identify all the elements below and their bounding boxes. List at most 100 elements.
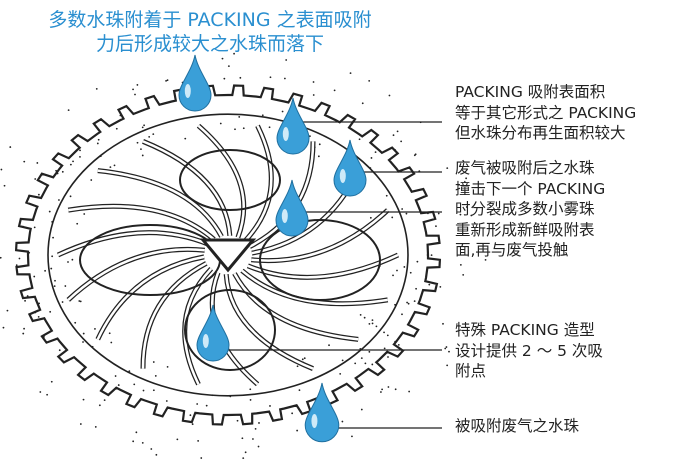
speck [312,94,315,96]
note-line: 但水珠分布再生面积较大 [455,124,626,142]
speck [72,160,74,163]
speck [33,275,36,278]
speck [96,142,99,145]
speck [143,124,146,127]
speck [301,358,304,361]
speck [442,322,444,325]
speck [176,438,179,441]
note-line: 特殊 PACKING 造型 [455,321,595,339]
speck [359,347,362,350]
speck [428,283,431,286]
speck [58,349,61,352]
speck [152,133,155,136]
speck [446,364,449,367]
speck [53,285,56,288]
packing-fin-fill [57,231,209,257]
speck [205,404,208,407]
packing-fin-fill [241,269,388,305]
speck [223,77,226,80]
speck [136,84,139,86]
speck [394,303,396,306]
speck [140,148,142,151]
speck [374,151,377,154]
speck [386,334,389,337]
speck [34,178,37,180]
speck [386,350,389,353]
speck [155,453,158,456]
speck [152,361,155,363]
speck [383,331,385,334]
speck [445,346,448,348]
speck [37,316,40,318]
drop-highlight [184,84,191,98]
speck [383,347,386,350]
speck [361,102,364,105]
speck [38,302,41,305]
drop-highlight [311,414,318,428]
speck [242,127,245,130]
speck [50,380,53,383]
speck [368,350,371,353]
speck [191,423,194,426]
speck [333,89,336,92]
speck [200,457,203,459]
speck [90,179,93,181]
speck [2,326,5,329]
speck [133,383,136,386]
speck [435,285,438,288]
speck [27,195,30,197]
speck [28,251,31,254]
speck [74,321,77,324]
speck [484,258,487,261]
speck [391,216,394,219]
speck [76,222,79,225]
speck [258,422,260,424]
speck [354,362,357,365]
speck [29,313,32,315]
speck [82,398,85,401]
speck [369,167,372,169]
drop-highlight [202,334,209,348]
speck [22,332,25,335]
packing-fin-fill [251,209,389,262]
speck [360,408,363,411]
speck [0,168,3,171]
speck [43,335,45,338]
speck [403,266,406,268]
speck [55,169,57,172]
speck [351,435,353,438]
inner-ring [47,113,409,397]
speck [114,375,117,377]
note-line: 等于其它形式之 PACKING [455,103,637,122]
speck [103,399,106,402]
speck [67,109,70,112]
title-line-1: 多数水珠附着于 PACKING 之表面吸附 [48,9,372,31]
speck [252,438,254,440]
speck [79,155,81,158]
speck [261,114,264,117]
speck [309,135,311,138]
speck [165,400,168,402]
speck [64,285,67,287]
speck [148,135,151,138]
speck [380,391,382,393]
speck [318,143,321,146]
speck [363,316,366,319]
speck [359,314,362,316]
packing-fin-fill [197,124,245,238]
speck [298,389,301,392]
speck [394,149,397,151]
speck [132,88,134,91]
speck [392,274,394,277]
speck [439,285,442,288]
speck [364,362,367,365]
drop-highlight [339,169,346,183]
packing-loop [184,289,276,371]
speck [437,212,440,215]
speck [283,77,286,80]
speck [435,225,437,228]
speck [459,213,462,216]
speck [94,328,96,330]
speck [405,212,408,215]
speck [296,429,299,432]
